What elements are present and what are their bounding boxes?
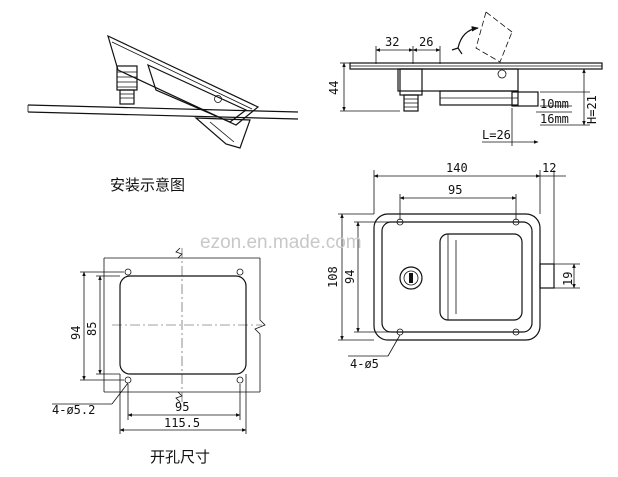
watermark: ezon.en.made.com [200, 232, 362, 253]
dim-32: 32 [385, 35, 399, 49]
front-view: 140 12 95 108 94 19 4-ø5 [326, 161, 580, 371]
outer-flange [373, 213, 541, 341]
cutout-dim-115-5: 115.5 [164, 416, 200, 430]
dim-95: 95 [448, 183, 462, 197]
cutout-dim-94: 94 [69, 326, 83, 340]
dim-l26: L=26 [482, 128, 511, 142]
install-diagram-caption: 安装示意图 [110, 176, 185, 194]
installation-view: 安装示意图 [27, 34, 299, 194]
paddle [439, 233, 523, 321]
dim-10mm: 10mm [540, 97, 569, 111]
cutout-view: 94 85 95 115.5 4-ø5.2 开孔尺寸 [52, 247, 266, 466]
side-view: 32 26 44 H=21 10mm 16mm L=26 [327, 11, 603, 146]
cutout-dim-95: 95 [175, 400, 189, 414]
dim-16mm: 16mm [540, 112, 569, 126]
keyhole-lock [399, 266, 423, 290]
dim-holes-cutout: 4-ø5.2 [52, 403, 95, 417]
mount-hole [512, 328, 520, 336]
dim-108: 108 [326, 266, 340, 288]
cutout-opening [119, 275, 247, 375]
dim-94: 94 [343, 270, 357, 284]
rivet [214, 95, 222, 103]
latch-plate [107, 34, 260, 126]
rotation-arrow [457, 26, 479, 49]
break-line [254, 258, 266, 392]
side-latch [539, 263, 555, 289]
dim-19: 19 [561, 272, 575, 286]
dim-12: 12 [542, 161, 556, 175]
dim-44: 44 [327, 81, 341, 95]
dim-140: 140 [446, 161, 468, 175]
paddle-handle [147, 63, 248, 123]
dim-holes-front: 4-ø5 [350, 357, 379, 371]
latch-tongue [511, 91, 539, 107]
dim-h21: H=21 [585, 95, 599, 124]
cutout-dim-85: 85 [85, 322, 99, 336]
bracket [194, 117, 251, 149]
cutout-caption: 开孔尺寸 [150, 448, 210, 466]
dim-26: 26 [419, 35, 433, 49]
